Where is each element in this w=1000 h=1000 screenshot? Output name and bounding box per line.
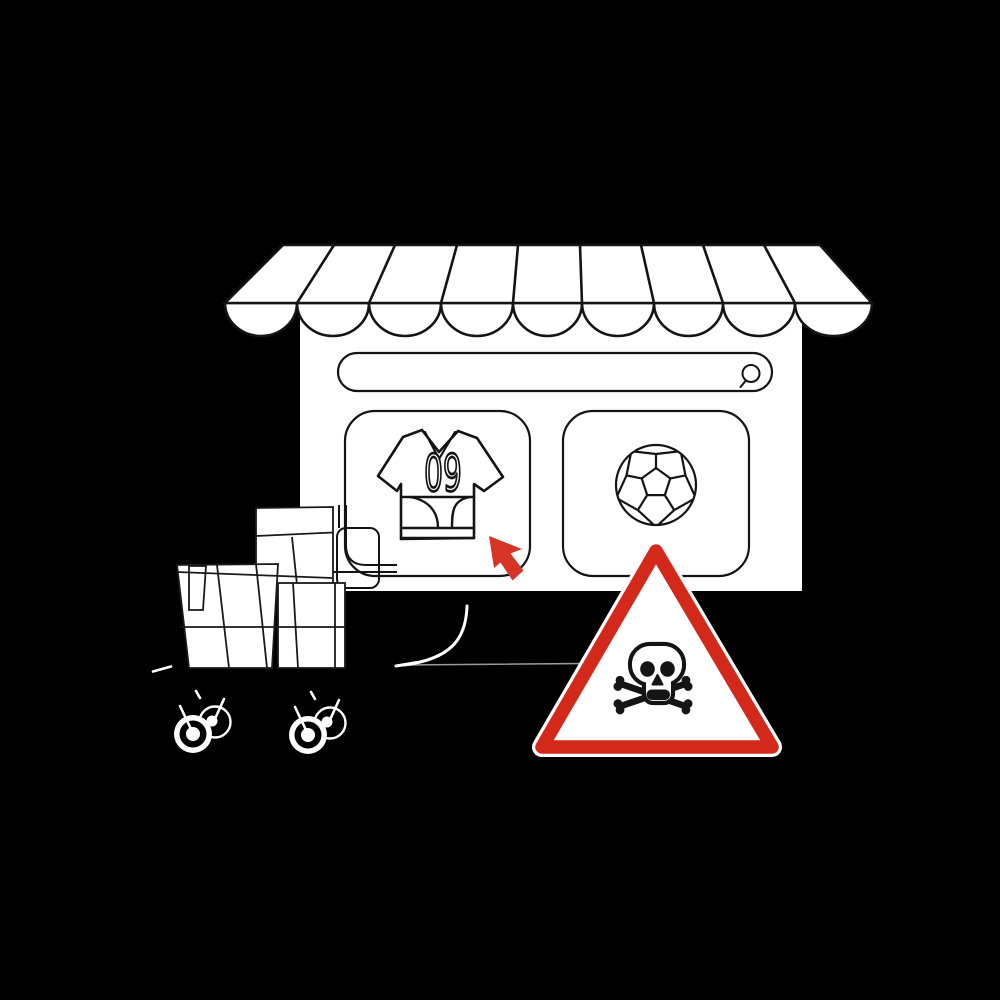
jersey-number: 09: [424, 443, 462, 503]
awning-canopy: [221, 243, 875, 305]
skull-grin: [646, 689, 670, 700]
poison-warning-sign: [532, 541, 782, 757]
delivery-cart: [174, 505, 397, 754]
box-left: [175, 563, 333, 669]
jersey-icon: 09: [376, 428, 505, 541]
cart-wheels: [174, 689, 347, 754]
jersey-design: [399, 495, 476, 540]
box-label: [188, 565, 207, 611]
cursor-icon: [489, 536, 524, 581]
soccer-ball-icon: [614, 443, 698, 527]
search-bar: [336, 351, 774, 393]
storefront: 09: [221, 243, 875, 591]
cart-frame: [333, 505, 397, 589]
awning-scallops: [223, 301, 874, 338]
product-card-jersey: 09: [343, 409, 532, 578]
ground-dash-left: [151, 665, 173, 673]
magnifier-icon: [739, 364, 761, 388]
jersey-collar: [423, 430, 457, 461]
skull-eye-right: [660, 661, 675, 677]
skull: [627, 641, 687, 706]
product-card-ball: [561, 409, 751, 578]
cart-boxes: [175, 506, 346, 669]
awning: [221, 243, 875, 338]
awning-seams: [295, 244, 797, 304]
skull-nose: [651, 674, 664, 686]
ball-pentagon: [640, 466, 672, 497]
skull-crossbones-icon: [613, 641, 693, 715]
skull-eye-left: [640, 661, 655, 677]
caster-wheel-right: [289, 690, 347, 754]
box-right: [180, 582, 346, 669]
caster-wheel-left: [174, 689, 232, 753]
